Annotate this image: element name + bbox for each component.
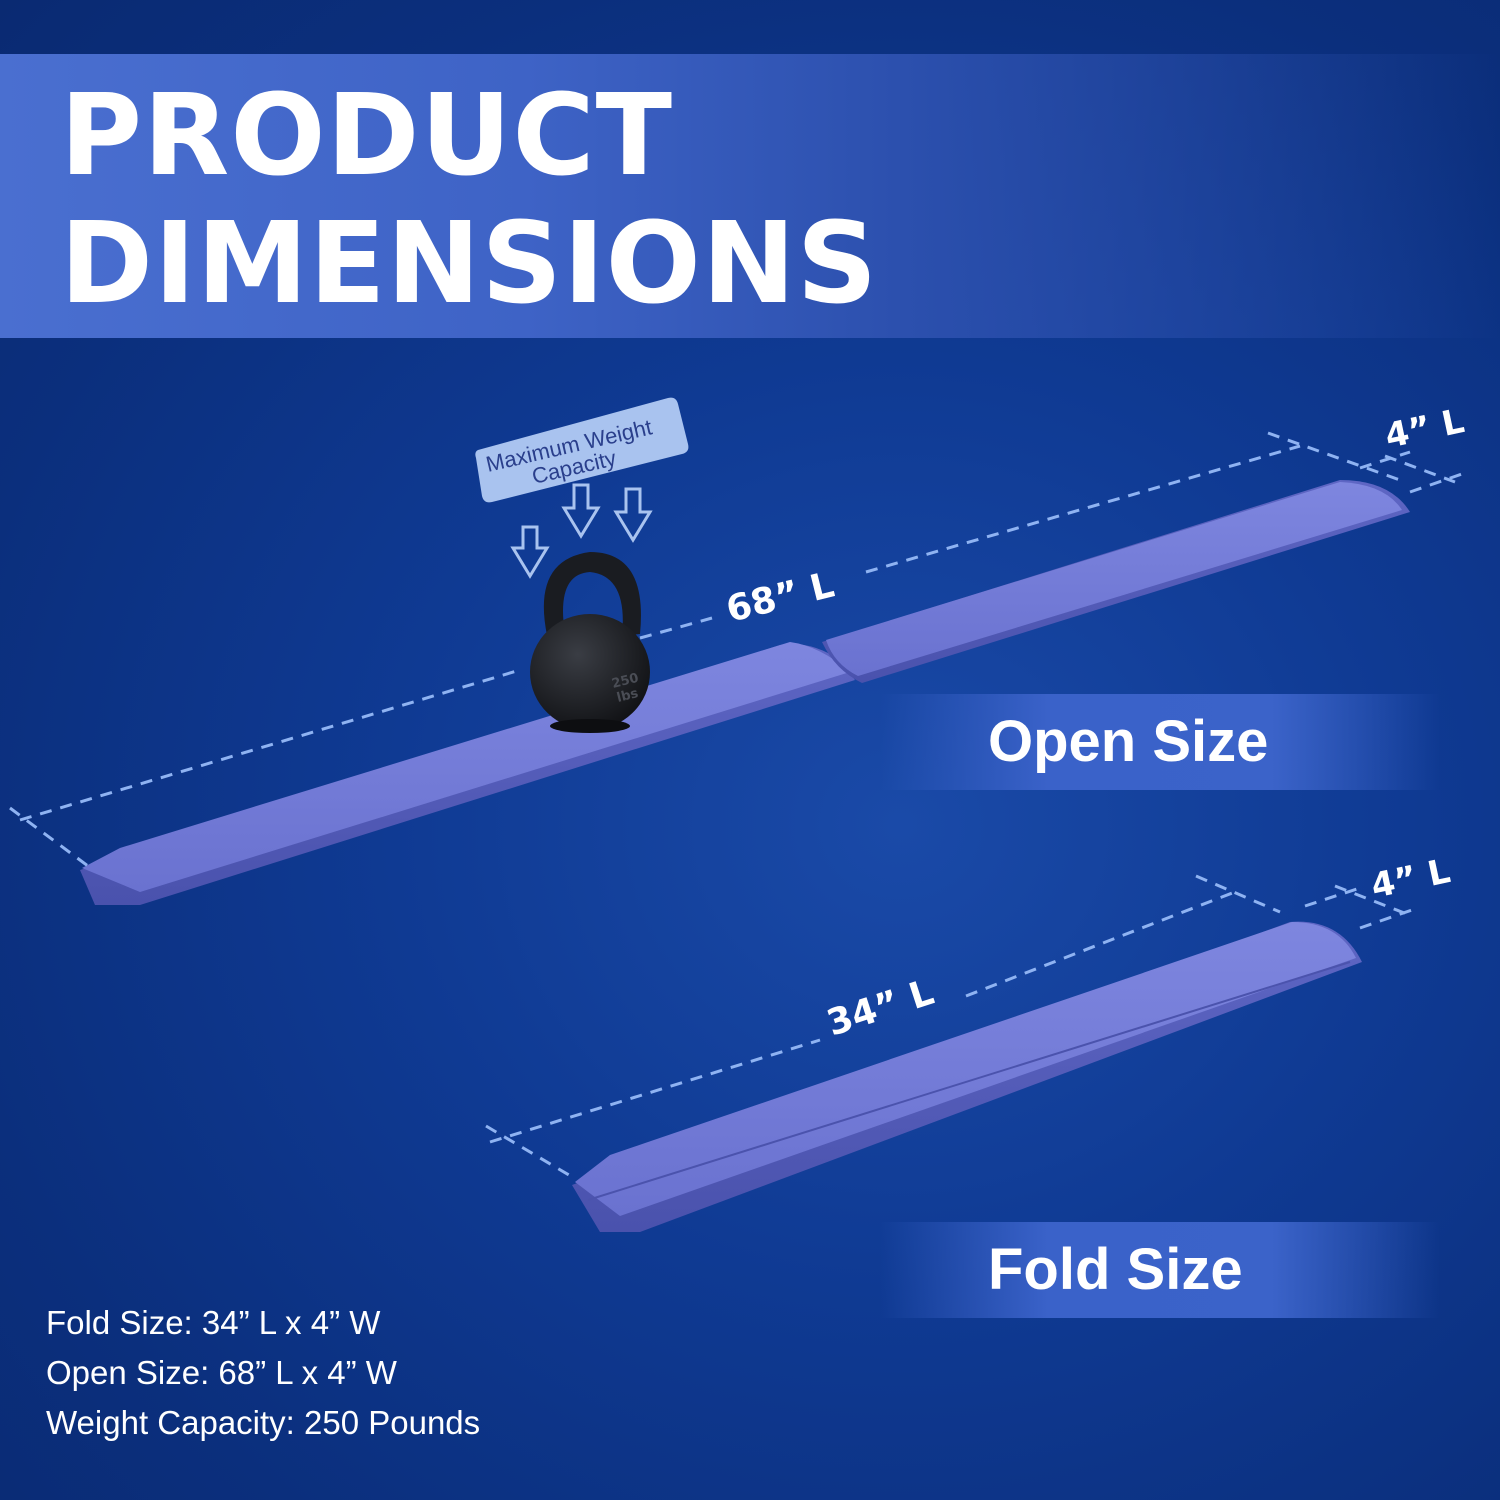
fold-length-label: 34” L <box>822 972 939 1045</box>
kettlebell-icon: 250 lbs <box>530 552 650 733</box>
fold-width-label: 4” L <box>1368 851 1454 907</box>
open-size-label: Open Size <box>988 709 1269 774</box>
open-width-label: 4” L <box>1382 401 1468 457</box>
spec-fold-size: Fold Size: 34” L x 4” W <box>46 1304 381 1341</box>
kettlebell-weight-unit: lbs <box>615 686 640 706</box>
weight-capacity-callout: Maximum Weight Capacity <box>475 397 689 503</box>
page-title: PRODUCT DIMENSIONS <box>60 72 878 328</box>
title-line-1: PRODUCT <box>60 71 674 201</box>
down-arrow-icon <box>510 483 653 579</box>
kettlebell-weight-number: 250 <box>610 671 640 692</box>
open-length-dimension <box>9 431 1463 868</box>
open-beam <box>80 480 1410 905</box>
title-line-2: DIMENSIONS <box>60 199 879 329</box>
title-band <box>0 54 1500 338</box>
fold-beam <box>572 921 1362 1232</box>
spec-open-size: Open Size: 68” L x 4” W <box>46 1354 397 1391</box>
fold-size-banner: Fold Size <box>880 1222 1440 1318</box>
fold-length-dimension <box>485 874 1413 1180</box>
spec-weight-capacity: Weight Capacity: 250 Pounds <box>46 1404 481 1441</box>
specs-list: Fold Size: 34” L x 4” W Open Size: 68” L… <box>46 1298 480 1448</box>
fold-size-label: Fold Size <box>988 1237 1243 1302</box>
open-length-label: 68” L <box>722 565 838 631</box>
open-size-banner: Open Size <box>880 694 1440 790</box>
